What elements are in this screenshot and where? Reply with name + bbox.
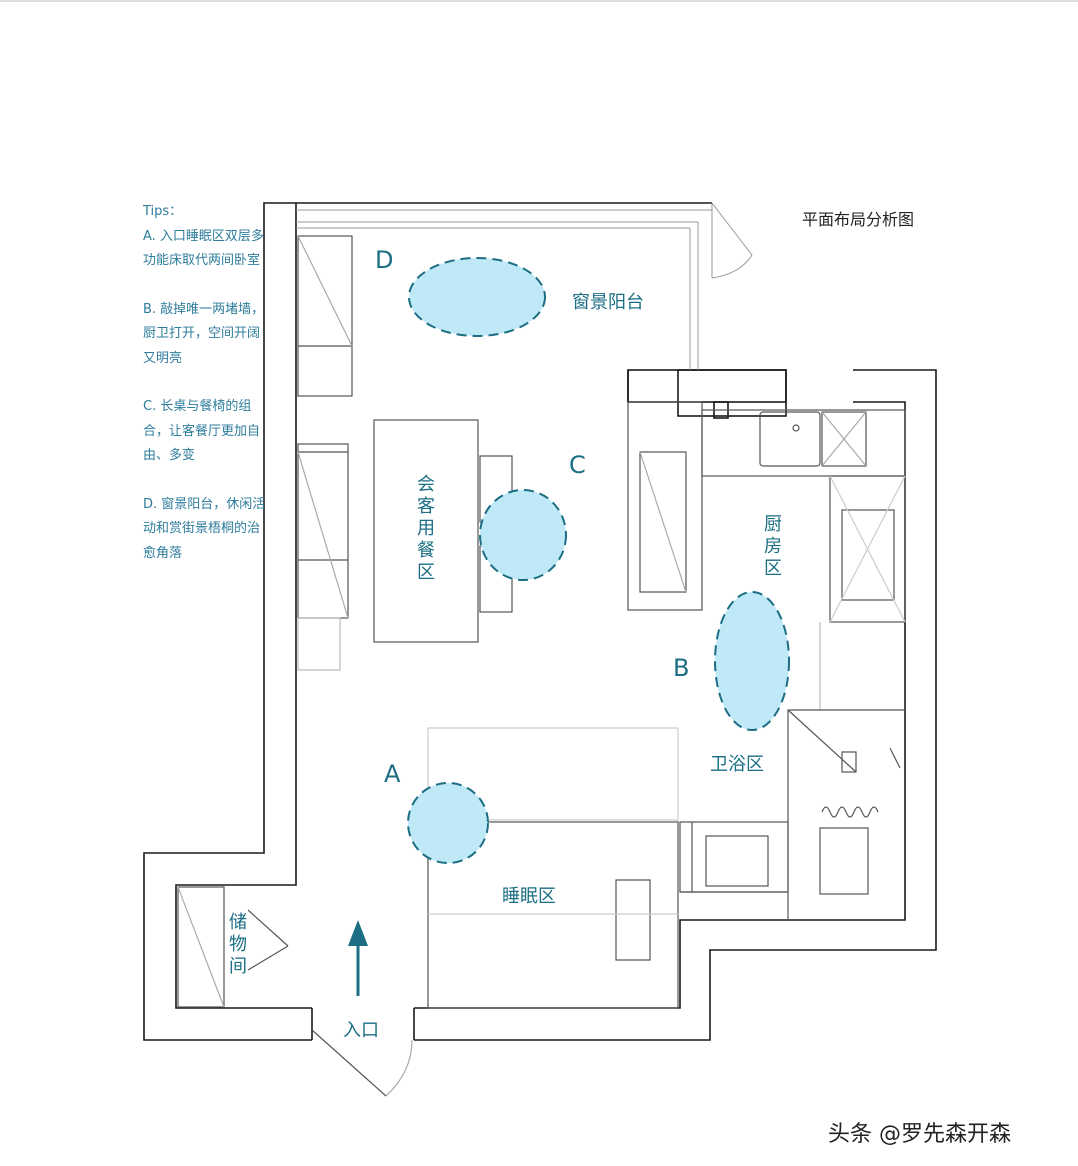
dining-table (373, 419, 479, 643)
kitchen-counter (627, 401, 703, 611)
tip-c: C. 长桌与餐椅的组合，让客餐厅更加自由、多变 (143, 399, 261, 463)
pillow (615, 879, 651, 961)
wardrobe-top (297, 235, 353, 397)
marker-c-ellipse (479, 489, 567, 581)
entrance-arrow (348, 920, 368, 996)
tips-panel: Tips： A. 入口睡眠区双层多功能床取代两间卧室 B. 敲掉唯一两堵墙，厨卫… (143, 200, 268, 590)
appliance (639, 451, 687, 593)
marker-a-ellipse (407, 782, 489, 864)
marker-b-ellipse (714, 591, 790, 731)
tips-heading: Tips： (143, 204, 183, 219)
markers (407, 257, 790, 864)
inner-wall-left (175, 203, 312, 1009)
zone-sleep: 睡眠区 (502, 886, 556, 907)
marker-a-label: A (384, 760, 401, 788)
upper-bed (427, 727, 679, 821)
desk-top (705, 835, 769, 887)
storage-shelf (177, 886, 225, 1008)
sink-counter (701, 409, 906, 477)
sink (759, 411, 821, 467)
zone-living-dining: 会客用餐区 (417, 474, 435, 583)
tip-a: A. 入口睡眠区双层多功能床取代两间卧室 (143, 228, 264, 269)
zone-entrance: 入口 (343, 1020, 379, 1041)
tip-d: D. 窗景阳台，休闲活动和赏街景梧桐的治愈角落 (143, 496, 266, 561)
window-frame (296, 202, 753, 370)
shower (819, 827, 869, 895)
zone-storage: 储物间 (229, 912, 247, 977)
bathroom-wall (787, 709, 905, 920)
inner-wall-right (414, 401, 906, 1009)
storage-door (247, 909, 289, 971)
shelf (297, 617, 341, 671)
stove (841, 509, 895, 601)
marker-b-label: B (673, 654, 690, 682)
kitchen-wall-block (677, 369, 787, 417)
zone-balcony: 窗景阳台 (572, 292, 644, 313)
marker-d-ellipse (408, 257, 546, 337)
tip-b: B. 敲掉唯一两堵墙，厨卫打开，空间开阔又明亮 (143, 301, 265, 366)
marker-d-label: D (375, 246, 394, 274)
outer-wall-left (143, 202, 712, 1041)
zone-kitchen: 厨房区 (764, 514, 782, 579)
furniture (177, 235, 906, 1097)
curtain (821, 806, 879, 818)
marker-c-label: C (569, 451, 586, 479)
kitchen-wall-block (627, 369, 787, 403)
page-title: 平面布局分析图 (802, 210, 915, 229)
zone-bath: 卫浴区 (710, 754, 764, 775)
toilet (841, 751, 857, 773)
watermark: 头条 @罗先森开森 (828, 1122, 1011, 1147)
outer-wall-right (414, 369, 937, 1041)
desk (679, 821, 789, 893)
stove-counter (829, 475, 906, 623)
bed (427, 821, 679, 1009)
dishwasher (821, 411, 867, 467)
entrance-door (311, 1029, 387, 1097)
